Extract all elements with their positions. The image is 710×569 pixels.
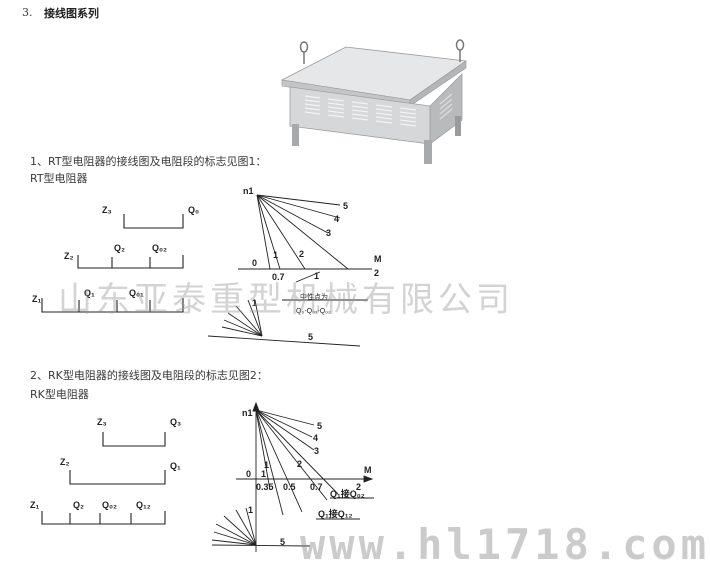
label-z3: Z₃: [97, 417, 107, 427]
curve-label-2: 2: [297, 459, 302, 469]
label-n1: n1: [243, 186, 254, 196]
label-q3: Q₃: [170, 417, 181, 427]
note-q1-q02: Q₁接Q₀₂: [330, 488, 365, 499]
lower-label-1: 1: [248, 505, 253, 515]
tick-label-1: 1: [261, 469, 266, 479]
section2-subtitle: RK型电阻器: [30, 388, 89, 401]
tick-label-05: 0.5: [283, 482, 296, 492]
section-number: 3.: [22, 6, 33, 19]
label-q02: Q₀₂: [102, 500, 117, 510]
label-z3: Z₃: [102, 205, 112, 215]
axis-label-m: M: [374, 254, 382, 264]
curve-label-4: 4: [334, 214, 339, 224]
label-z1: Z₁: [30, 500, 39, 510]
label-q02: Q₀₂: [152, 243, 167, 253]
label-z2: Z₂: [64, 251, 74, 261]
section1-subtitle: RT型电阻器: [30, 172, 88, 185]
lower-label-1: 1: [252, 298, 257, 308]
tick-label-2: 2: [356, 482, 361, 492]
tick-label-07: 0.7: [310, 482, 323, 492]
neutral-point-note: 中性点为: [300, 292, 328, 301]
curve-label-3: 3: [314, 446, 319, 456]
tick-label-035: 0.35: [256, 482, 274, 492]
front-louvres: [304, 95, 417, 127]
note-q1-q12: Q₁接Q₁₂: [318, 508, 352, 519]
rk-characteristic-graph: n1 5 4 3 2 1 0 M 1 0.35 0.5 0.7 2 Q₁接Q₀₂…: [211, 401, 374, 552]
lower-label-5: 5: [308, 332, 313, 342]
label-q2: Q₂: [73, 500, 84, 510]
curve-label-1: 1: [273, 250, 278, 260]
axis-label-m: M: [364, 465, 372, 475]
label-n1: n1: [242, 408, 253, 418]
label-z1: Z₁: [32, 294, 41, 304]
axis-zero: 0: [246, 469, 251, 479]
label-q2: Q₂: [114, 243, 125, 253]
label-q01: Q₀₁: [129, 288, 144, 298]
resistor-cabinet-image: [280, 39, 468, 164]
curve-label-4: 4: [313, 433, 318, 443]
tick-label-2: 2: [374, 268, 379, 278]
curve-label-5: 5: [343, 201, 348, 211]
axis-zero: 0: [252, 258, 257, 268]
curve-label-3: 3: [326, 228, 331, 238]
tick-label-07: 0.7: [272, 272, 285, 282]
rt-wiring-diagram: Z₃ Q₀ Z₂ Q₂ Q₀₂ Z₁ Q₁ Q₀₁: [32, 205, 199, 313]
label-q1: Q₁: [84, 288, 95, 298]
rk-wiring-diagram: Z₃ Q₃ Z₂ Q₁ Z₁ Q₂ Q₀₂ Q₁₂: [30, 417, 181, 525]
lower-label-5: 5: [280, 537, 285, 547]
tick-label-1: 1: [314, 271, 319, 281]
section1-caption: 1、RT型电阻器的接线图及电阻段的标志见图1：: [30, 155, 267, 168]
section-title: 接线图系列: [44, 7, 99, 20]
curve-label-1: 1: [264, 460, 269, 470]
neutral-point-formula: Q₀-Q₀₁-Q₀₂: [296, 308, 331, 315]
label-q0: Q₀: [188, 205, 199, 215]
curve-label-2: 2: [299, 249, 304, 259]
curve-label-5: 5: [317, 421, 322, 431]
label-q1: Q₁: [170, 461, 181, 471]
label-q12: Q₁₂: [136, 500, 151, 510]
rt-characteristic-graph: n1 5 4 3 2 1 0 M 0.7 1 2 中性点为 Q₀-Q₀₁-Q₀₂…: [207, 186, 382, 347]
section2-caption: 2、RK型电阻器的接线图及电阻段的标志见图2：: [30, 369, 268, 382]
label-z2: Z₂: [60, 457, 70, 467]
